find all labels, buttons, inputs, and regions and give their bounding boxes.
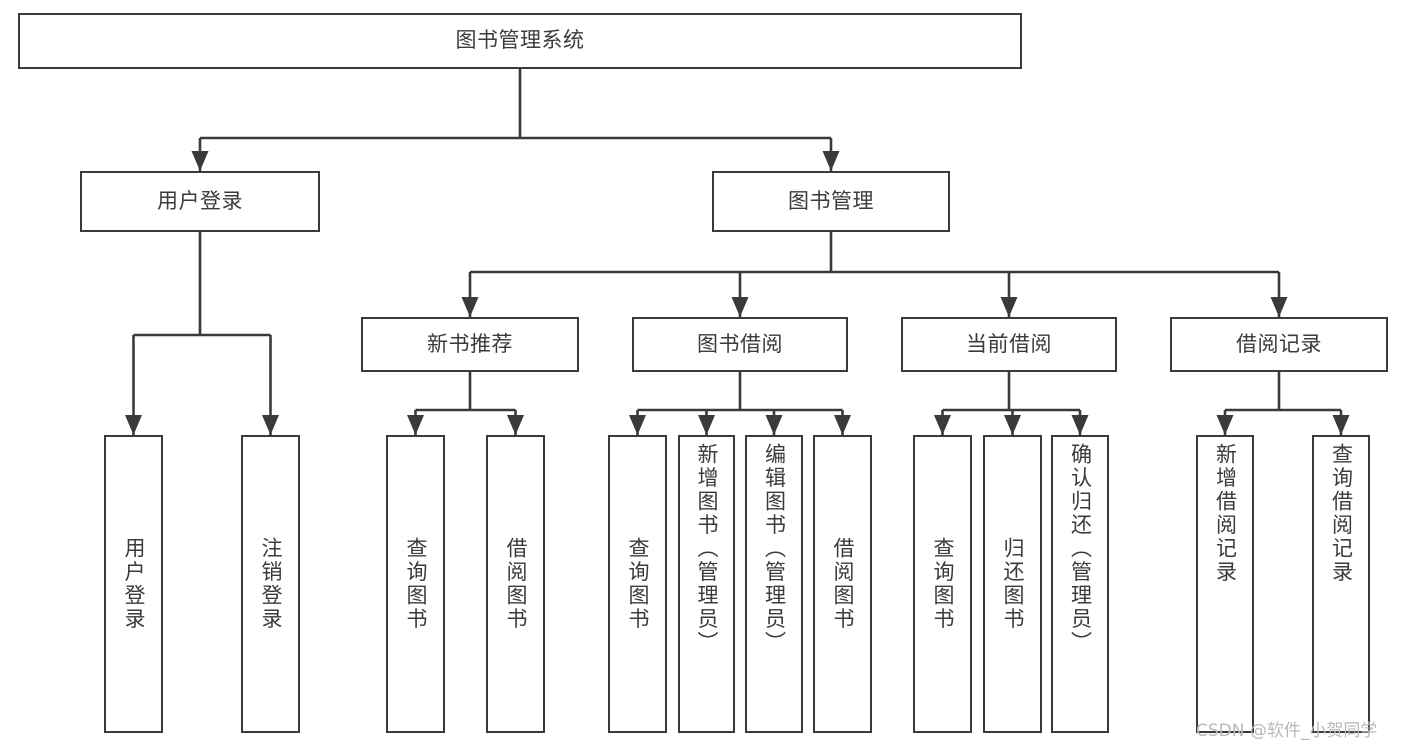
node-label-book-borrow: 图书借阅 [697, 331, 783, 356]
node-leaf-return-book: 归还图书 [983, 435, 1042, 733]
node-current-borrow: 当前借阅 [901, 317, 1117, 372]
node-leaf-add-book: 新增图书（管理员） [678, 435, 735, 733]
node-label-user-login: 用户登录 [157, 188, 243, 213]
arrowhead-new-book-rec [461, 297, 479, 317]
node-label-leaf-query-book-1: 查询图书 [404, 537, 428, 631]
node-label-leaf-borrow-book-2: 借阅图书 [831, 537, 855, 631]
node-borrow-record: 借阅记录 [1170, 317, 1388, 372]
node-label-leaf-user-login: 用户登录 [122, 537, 146, 631]
node-label-current-borrow: 当前借阅 [966, 331, 1052, 356]
arrowhead-leaf-query-book-1 [407, 415, 424, 435]
node-root: 图书管理系统 [18, 13, 1022, 69]
connector-group [132, 69, 1343, 435]
node-leaf-add-record: 新增借阅记录 [1196, 435, 1254, 733]
arrowhead-leaf-confirm-return [1071, 415, 1089, 435]
arrowhead-leaf-return-book [1004, 415, 1021, 435]
arrowhead-leaf-query-book-3 [934, 415, 951, 435]
node-new-book-rec: 新书推荐 [361, 317, 579, 372]
arrowhead-leaf-user-logout [262, 415, 279, 435]
node-label-new-book-rec: 新书推荐 [427, 331, 513, 356]
node-label-leaf-add-book: 新增图书（管理员） [695, 443, 719, 655]
node-book-manage: 图书管理 [712, 171, 950, 232]
arrowhead-leaf-query-book-2 [629, 415, 646, 435]
node-leaf-borrow-book-1: 借阅图书 [486, 435, 545, 733]
node-leaf-query-record: 查询借阅记录 [1312, 435, 1370, 733]
node-label-leaf-add-record: 新增借阅记录 [1213, 443, 1238, 584]
node-label-leaf-user-logout: 注销登录 [259, 537, 283, 631]
node-user-login: 用户登录 [80, 171, 320, 232]
arrowhead-leaf-add-book [698, 415, 715, 435]
node-leaf-borrow-book-2: 借阅图书 [813, 435, 872, 733]
node-leaf-edit-book: 编辑图书（管理员） [745, 435, 803, 733]
node-leaf-user-login: 用户登录 [104, 435, 163, 733]
node-book-borrow: 图书借阅 [632, 317, 848, 372]
csdn-watermark: CSDN @软件_小贺同学 [1196, 721, 1378, 741]
arrowhead-leaf-borrow-book-2 [834, 415, 851, 435]
node-leaf-user-logout: 注销登录 [241, 435, 300, 733]
node-leaf-confirm-return: 确认归还（管理员） [1051, 435, 1109, 733]
node-label-leaf-confirm-return: 确认归还（管理员） [1068, 443, 1093, 655]
arrowhead-book-borrow [731, 297, 749, 317]
arrowhead-book-manage [822, 151, 840, 171]
node-label-borrow-record: 借阅记录 [1236, 331, 1322, 356]
arrowhead-leaf-borrow-book-1 [507, 415, 524, 435]
node-label-leaf-edit-book: 编辑图书（管理员） [762, 443, 787, 655]
arrowhead-leaf-user-login [125, 415, 142, 435]
node-leaf-query-book-1: 查询图书 [386, 435, 445, 733]
node-leaf-query-book-3: 查询图书 [913, 435, 972, 733]
arrowhead-user-login [191, 151, 209, 171]
arrowhead-leaf-edit-book [765, 415, 783, 435]
node-label-leaf-query-book-3: 查询图书 [931, 537, 955, 631]
node-label-book-manage: 图书管理 [788, 188, 874, 213]
node-leaf-query-book-2: 查询图书 [608, 435, 667, 733]
node-label-leaf-return-book: 归还图书 [1001, 537, 1025, 631]
node-label-leaf-borrow-book-1: 借阅图书 [504, 537, 528, 631]
node-label-leaf-query-record: 查询借阅记录 [1329, 443, 1354, 584]
arrowhead-leaf-query-record [1332, 415, 1350, 435]
arrowhead-leaf-add-record [1216, 415, 1234, 435]
arrowhead-borrow-record [1270, 297, 1288, 317]
arrowhead-current-borrow [1000, 297, 1018, 317]
node-label-root: 图书管理系统 [455, 28, 585, 53]
node-label-leaf-query-book-2: 查询图书 [626, 537, 650, 631]
